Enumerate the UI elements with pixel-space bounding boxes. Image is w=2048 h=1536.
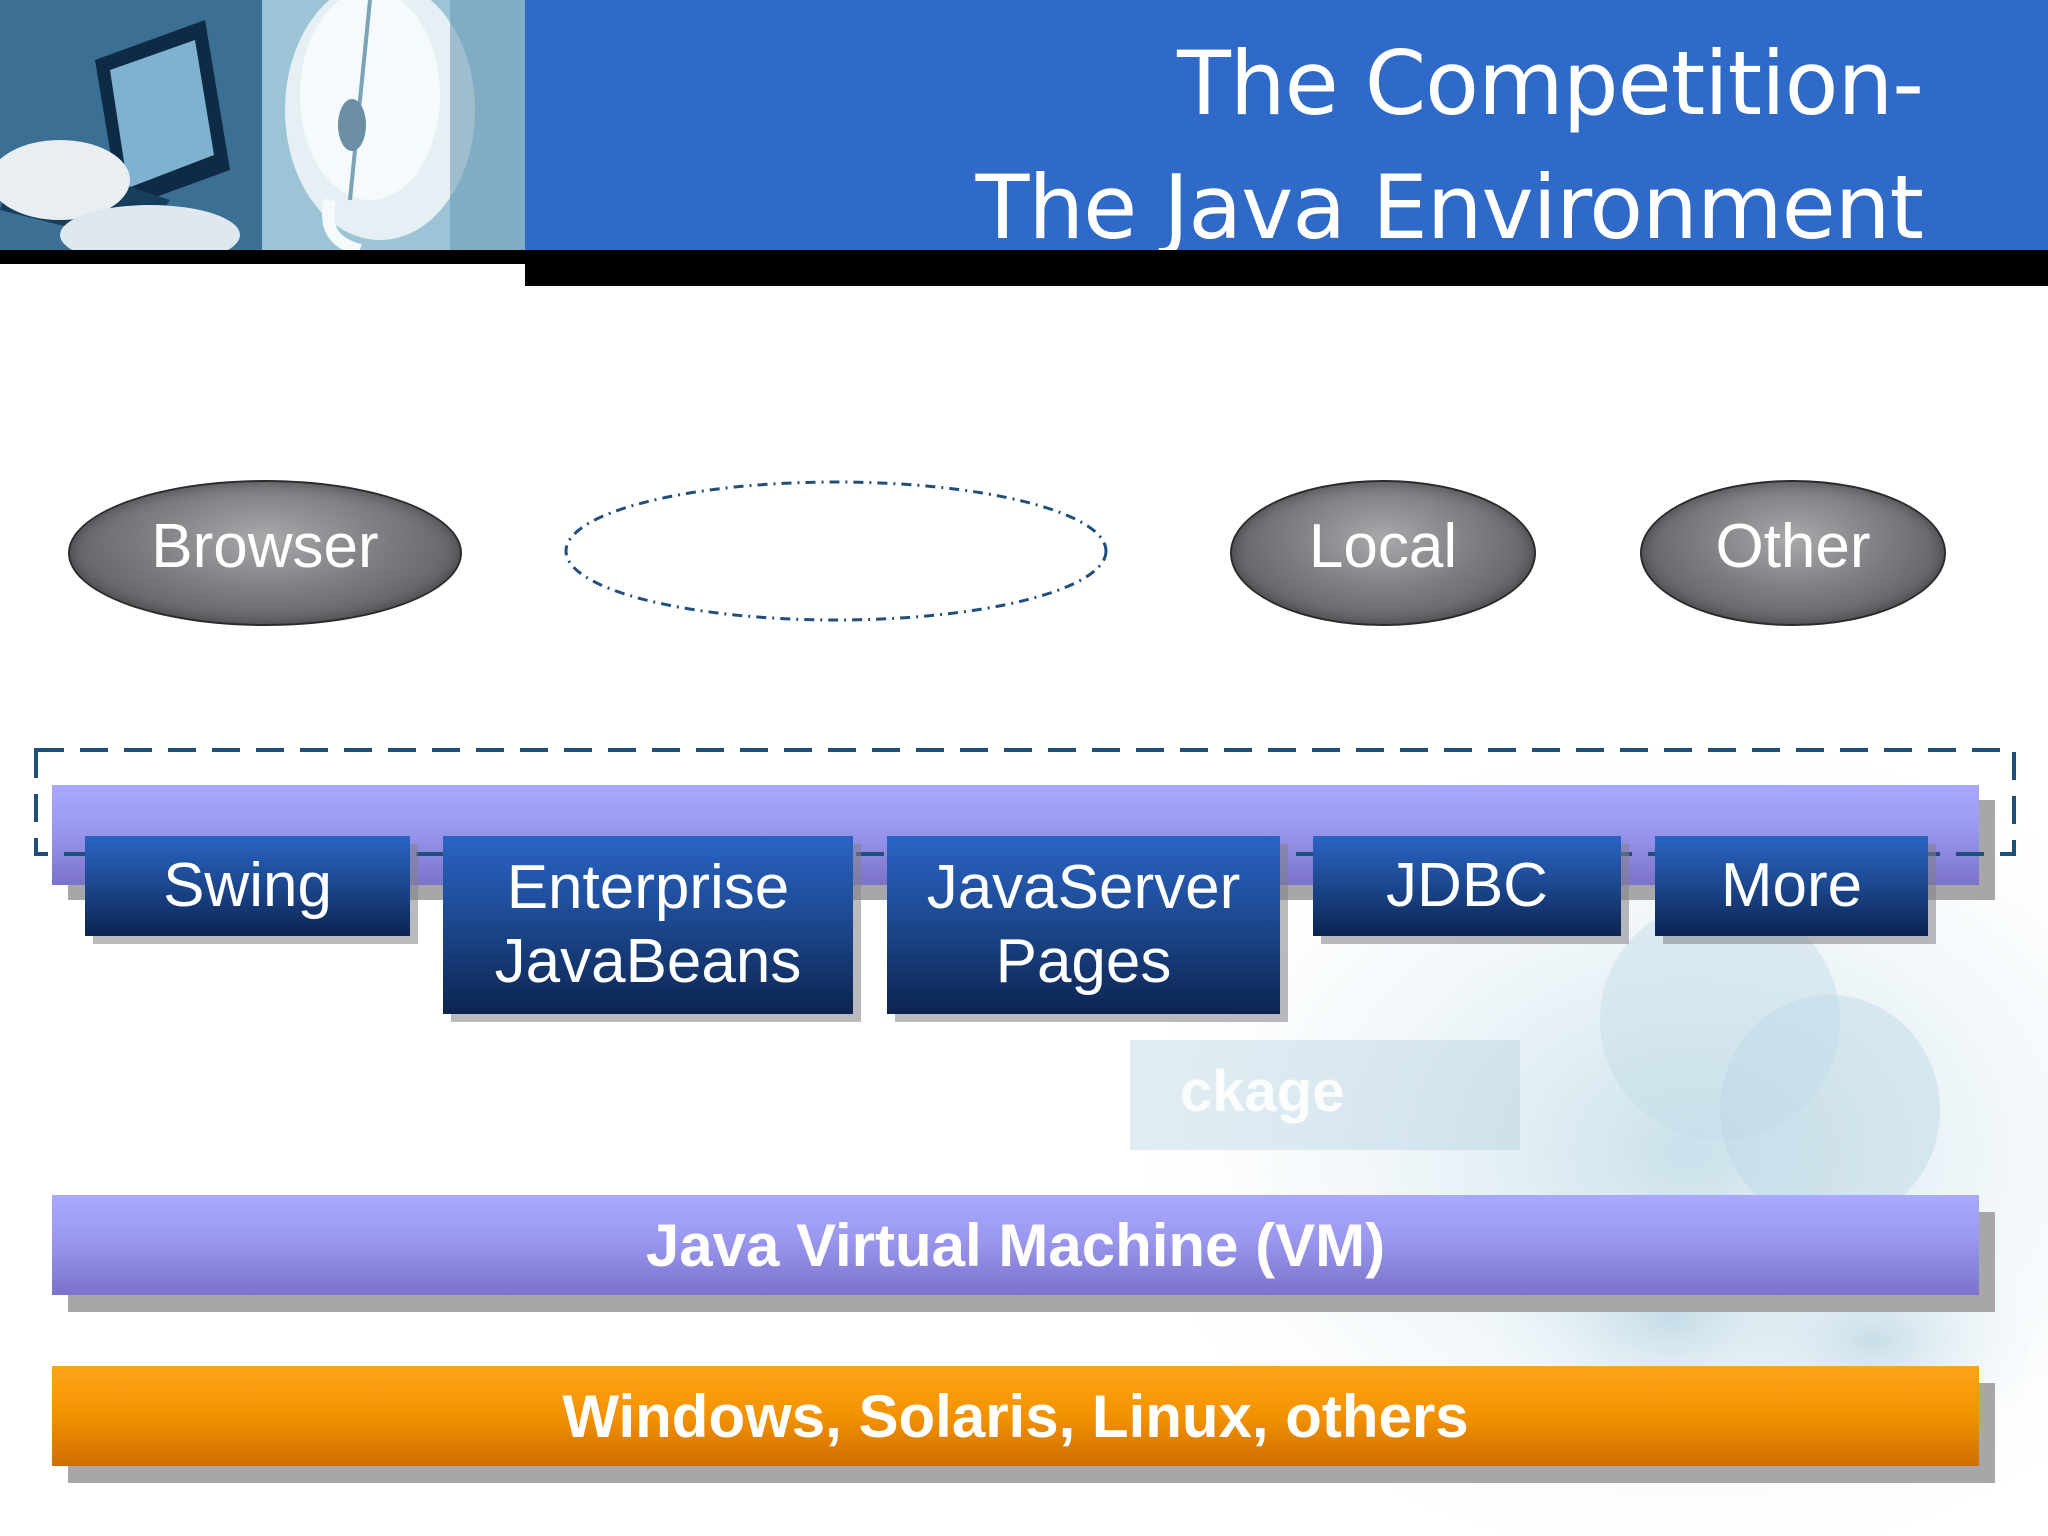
title-line-1: The Competition- <box>1177 32 1924 135</box>
package-swing-label: Swing <box>163 851 332 920</box>
header-photo <box>0 0 525 250</box>
vm-bar-label: Java Virtual Machine (VM) <box>645 1211 1386 1279</box>
oval-other: Other <box>1640 480 1946 626</box>
vm-bar: Java Virtual Machine (VM) <box>52 1195 1979 1295</box>
package-jsp-line1: JavaServer <box>926 853 1241 922</box>
oval-placeholder-dashed <box>564 480 1108 622</box>
header-rule-left <box>0 250 525 264</box>
title-bar: The Competition- The Java Environment <box>525 0 2048 259</box>
package-jdbc-label: JDBC <box>1386 851 1548 920</box>
header-rule-right <box>525 250 2048 286</box>
faded-packages-text: ckage <box>1180 1059 1345 1124</box>
package-swing: Swing <box>85 836 410 936</box>
oval-other-label: Other <box>1715 512 1871 581</box>
package-more-label: More <box>1720 851 1863 920</box>
package-jsp-line2: Pages <box>995 927 1172 996</box>
oval-local: Local <box>1230 480 1536 626</box>
package-ejb-line2: JavaBeans <box>494 927 802 996</box>
oval-local-label: Local <box>1308 512 1458 581</box>
package-javaserver-pages: JavaServer Pages <box>887 836 1280 1014</box>
title-line-2: The Java Environment <box>975 156 1924 259</box>
package-jdbc: JDBC <box>1313 836 1621 936</box>
package-enterprise-javabeans: Enterprise JavaBeans <box>443 836 853 1014</box>
oval-browser: Browser <box>68 480 462 626</box>
os-bar: Windows, Solaris, Linux, others <box>52 1366 1979 1466</box>
laptop-mouse-illustration <box>0 0 525 250</box>
package-ejb-line1: Enterprise <box>506 853 790 922</box>
package-more: More <box>1655 836 1928 936</box>
os-bar-label: Windows, Solaris, Linux, others <box>562 1382 1469 1450</box>
api-dashed-outline <box>34 748 2016 856</box>
slide-title: The Competition- The Java Environment <box>623 22 1924 270</box>
oval-browser-label: Browser <box>151 512 379 581</box>
